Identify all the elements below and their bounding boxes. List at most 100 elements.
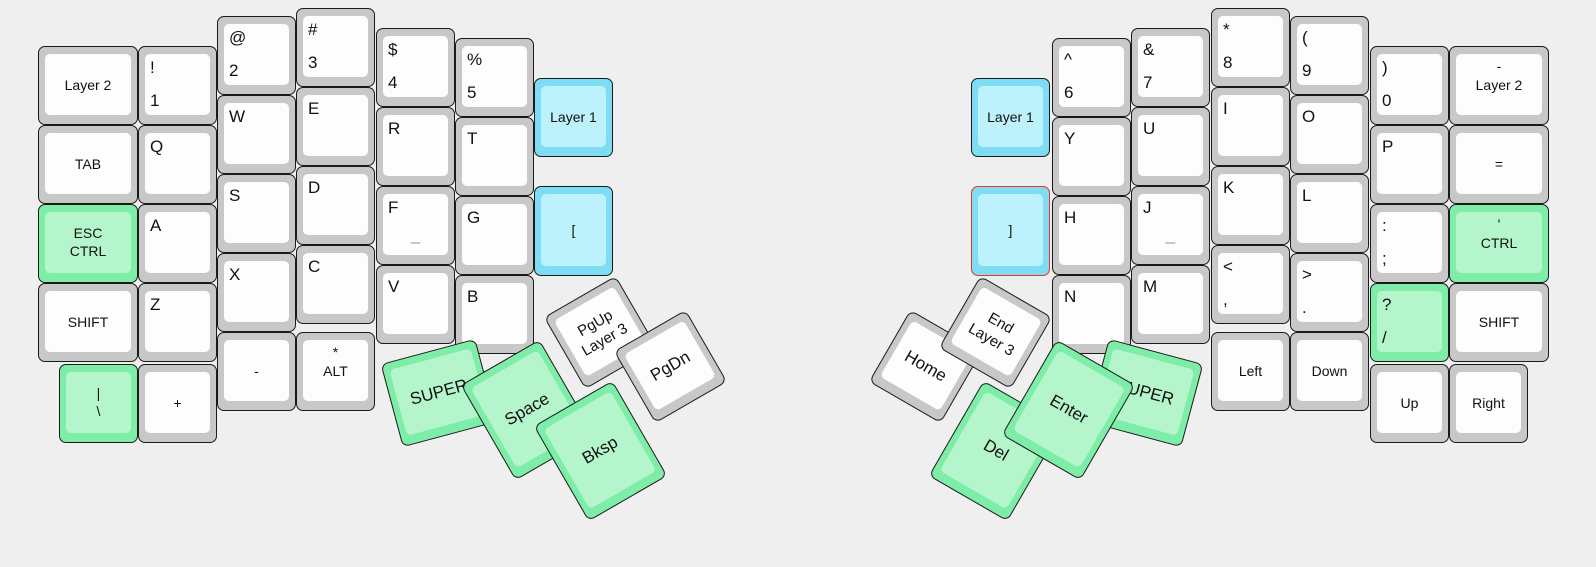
key-r-c3-r2[interactable]: O	[1290, 95, 1369, 174]
key-legend-top-left: L	[1302, 186, 1312, 205]
homing-bar-icon: _	[1165, 225, 1176, 244]
key-r-c6-r1[interactable]: ^6	[1052, 38, 1131, 117]
key-l-c4-r1[interactable]: #3	[296, 8, 375, 87]
key-l-c4-r3[interactable]: D	[296, 166, 375, 245]
key-legend-top-left: Y	[1064, 129, 1076, 148]
key-r-c1-r2[interactable]: =	[1449, 125, 1549, 204]
homing-bar-icon: _	[410, 225, 421, 244]
key-legend-top-left: S	[229, 186, 241, 205]
key-l-c7-r2[interactable]: [	[534, 186, 613, 276]
key-l-c2-r3[interactable]: A	[138, 204, 217, 283]
key-legend-center: Bksp	[578, 432, 622, 468]
key-l-c6-r3[interactable]: G	[455, 196, 534, 275]
key-l-c2-r1[interactable]: !1	[138, 46, 217, 125]
key-r-c3-r1[interactable]: (9	[1290, 16, 1369, 95]
key-r-c1-r3[interactable]: 'CTRL	[1449, 204, 1549, 283]
key-face: $4	[383, 36, 448, 97]
key-face: @2	[224, 24, 289, 85]
key-r-c4-r1[interactable]: *8	[1211, 8, 1290, 87]
key-r-c5-r1[interactable]: &7	[1131, 28, 1210, 107]
key-legend-top-left: P	[1382, 137, 1394, 156]
key-l-c2-r2[interactable]: Q	[138, 125, 217, 204]
key-l-c3-r1[interactable]: @2	[217, 16, 296, 95]
key-face: F_	[383, 194, 448, 255]
key-l-c2-r5[interactable]: +	[138, 364, 217, 443]
key-legend-bottom-left: 6	[1064, 83, 1074, 102]
key-r-c5-r3[interactable]: J_	[1131, 186, 1210, 265]
key-face: Z	[145, 291, 210, 352]
key-l-c5-r2[interactable]: R	[376, 107, 455, 186]
key-l-c3-r3[interactable]: S	[217, 174, 296, 253]
key-r-c7-r2[interactable]: ]	[971, 186, 1050, 276]
key-l-c2-r4[interactable]: Z	[138, 283, 217, 362]
key-face: SHIFT	[1456, 291, 1542, 352]
key-face: ESC CTRL	[45, 212, 131, 273]
key-r-c5-r2[interactable]: U	[1131, 107, 1210, 186]
key-r-c6-r3[interactable]: H	[1052, 196, 1131, 275]
key-r-c1-r1[interactable]: -Layer 2	[1449, 46, 1549, 125]
key-r-c2-r5[interactable]: Up	[1370, 364, 1449, 443]
key-r-c4-r3[interactable]: K	[1211, 166, 1290, 245]
key-legend-center: Down	[1311, 362, 1348, 379]
key-face: Right	[1456, 372, 1521, 433]
key-face: E	[303, 95, 368, 156]
key-legend-top-left: R	[388, 119, 401, 138]
key-legend-top-left: (	[1302, 28, 1308, 47]
key-r-c1-r5[interactable]: Right	[1449, 364, 1528, 443]
key-legend-center: ALT	[323, 362, 348, 379]
key-l-c3-r5[interactable]: -	[217, 332, 296, 411]
key-legend-center: Layer 2	[1475, 76, 1523, 93]
key-legend-bottom-left: 4	[388, 73, 398, 92]
key-l-c5-r3[interactable]: F_	[376, 186, 455, 265]
key-l-c6-r4[interactable]: B	[455, 275, 534, 354]
key-legend-top-center: *	[332, 344, 339, 360]
key-r-c2-r2[interactable]: P	[1370, 125, 1449, 204]
key-l-c4-r2[interactable]: E	[296, 87, 375, 166]
key-l-c4-r4[interactable]: C	[296, 245, 375, 324]
key-l-c1-r4[interactable]: SHIFT	[38, 283, 138, 362]
key-r-c4-r5[interactable]: Left	[1211, 332, 1290, 411]
key-face: J_	[1138, 194, 1203, 255]
key-r-c3-r5[interactable]: Down	[1290, 332, 1369, 411]
key-r-c2-r1[interactable]: )0	[1370, 46, 1449, 125]
key-r-c4-r4[interactable]: <,	[1211, 245, 1290, 324]
key-face: Y	[1059, 125, 1124, 186]
key-l-c3-r4[interactable]: X	[217, 253, 296, 332]
key-l-c4-r5[interactable]: * ALT	[296, 332, 375, 411]
key-legend-center: Up	[1400, 394, 1419, 411]
key-r-c6-r2[interactable]: Y	[1052, 117, 1131, 196]
key-face: :;	[1377, 212, 1442, 273]
key-l-c5-r4[interactable]: V	[376, 265, 455, 344]
key-face: -Layer 2	[1456, 54, 1542, 115]
key-legend-bottom-left: 5	[467, 83, 477, 102]
key-legend-top-left: X	[229, 265, 241, 284]
key-l-c1-r5[interactable]: | \	[59, 364, 138, 443]
key-r-c4-r2[interactable]: I	[1211, 87, 1290, 166]
key-legend-top-left: :	[1382, 216, 1387, 235]
key-l-c6-r1[interactable]: %5	[455, 38, 534, 117]
key-r-c2-r3[interactable]: :;	[1370, 204, 1449, 283]
key-legend-top-left: G	[467, 208, 481, 227]
key-r-c1-r4[interactable]: SHIFT	[1449, 283, 1549, 362]
key-l-c1-r2[interactable]: TAB	[38, 125, 138, 204]
key-face: M	[1138, 273, 1203, 334]
key-legend-top-left: @	[229, 28, 247, 47]
key-l-c6-r2[interactable]: T	[455, 117, 534, 196]
key-face: Layer 2	[45, 54, 131, 115]
key-l-c7-r1[interactable]: Layer 1	[534, 78, 613, 157]
key-l-c5-r1[interactable]: $4	[376, 28, 455, 107]
key-l-c1-r1[interactable]: Layer 2	[38, 46, 138, 125]
key-l-c1-r3[interactable]: ESC CTRL	[38, 204, 138, 283]
key-l-c3-r2[interactable]: W	[217, 95, 296, 174]
key-r-c7-r1[interactable]: Layer 1	[971, 78, 1050, 157]
key-r-c2-r4[interactable]: ?/	[1370, 283, 1449, 362]
key-face: U	[1138, 115, 1203, 176]
key-r-c6-r4[interactable]: N	[1052, 275, 1131, 354]
key-face: ]	[978, 194, 1043, 266]
key-face: >.	[1297, 261, 1362, 322]
key-legend-top-left: )	[1382, 58, 1388, 77]
key-r-c3-r4[interactable]: >.	[1290, 253, 1369, 332]
key-r-c3-r3[interactable]: L	[1290, 174, 1369, 253]
key-r-c5-r4[interactable]: M	[1131, 265, 1210, 344]
key-legend-top-left: U	[1143, 119, 1156, 138]
